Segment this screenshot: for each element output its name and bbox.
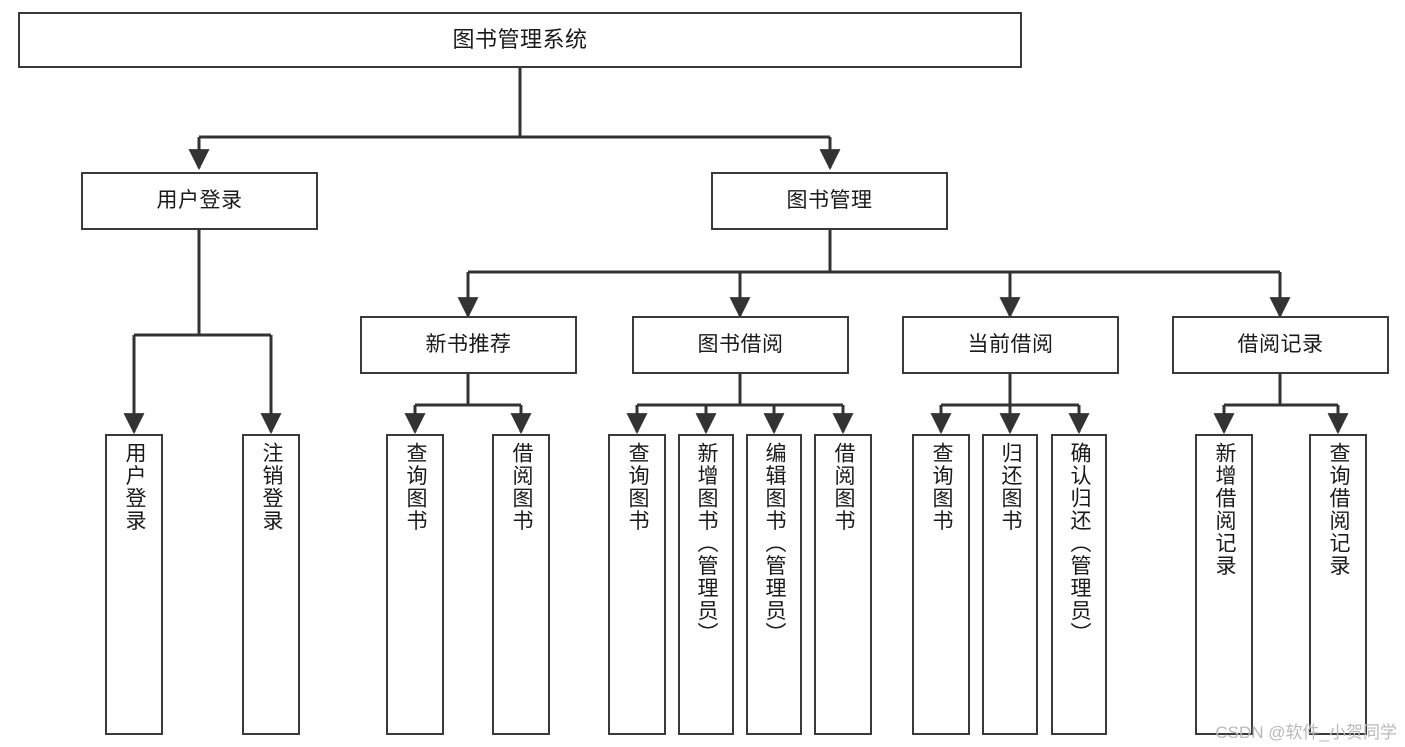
node-leaf-query-book-1[interactable]: 查询图书	[386, 434, 444, 735]
node-label: 注销登录	[260, 442, 284, 532]
node-book-borrow[interactable]: 图书借阅	[632, 316, 849, 374]
node-label: 用户登录	[156, 188, 243, 212]
node-leaf-query-book-3[interactable]: 查询图书	[912, 434, 970, 735]
node-label: 查询图书	[404, 442, 428, 532]
node-label: 图书管理系统	[452, 27, 588, 53]
node-label: 编辑图书（管理员）	[763, 442, 787, 645]
node-leaf-confirm-return[interactable]: 确认归还（管理员）	[1051, 434, 1107, 735]
node-label: 确认归还（管理员）	[1068, 442, 1092, 645]
node-label: 借阅图书	[510, 442, 534, 532]
node-label: 归还图书	[999, 442, 1023, 532]
node-leaf-borrow-book-1[interactable]: 借阅图书	[492, 434, 550, 735]
node-label: 新增借阅记录	[1213, 442, 1237, 577]
node-leaf-edit-book[interactable]: 编辑图书（管理员）	[746, 434, 802, 735]
node-leaf-logout-login[interactable]: 注销登录	[242, 434, 300, 735]
node-leaf-return-book[interactable]: 归还图书	[982, 434, 1038, 735]
node-leaf-add-record[interactable]: 新增借阅记录	[1195, 434, 1253, 735]
node-leaf-borrow-book-2[interactable]: 借阅图书	[814, 434, 872, 735]
node-leaf-add-book[interactable]: 新增图书（管理员）	[678, 434, 734, 735]
node-label: 查询借阅记录	[1327, 442, 1351, 577]
node-label: 新增图书（管理员）	[695, 442, 719, 645]
node-leaf-user-login[interactable]: 用户登录	[105, 434, 163, 735]
node-root-book-management-system[interactable]: 图书管理系统	[18, 12, 1022, 68]
node-label: 图书管理	[786, 188, 873, 212]
node-label: 图书借阅	[697, 332, 784, 356]
node-label: 查询图书	[930, 442, 954, 532]
node-current-borrow[interactable]: 当前借阅	[902, 316, 1119, 374]
node-label: 借阅图书	[832, 442, 856, 532]
node-leaf-query-record[interactable]: 查询借阅记录	[1309, 434, 1367, 735]
node-leaf-query-book-2[interactable]: 查询图书	[608, 434, 666, 735]
node-borrow-record[interactable]: 借阅记录	[1172, 316, 1389, 374]
node-label: 借阅记录	[1237, 332, 1324, 356]
node-user-login[interactable]: 用户登录	[81, 172, 318, 230]
node-label: 用户登录	[123, 442, 147, 532]
node-label: 查询图书	[626, 442, 650, 532]
watermark-text: CSDN @软件_小贺同学	[1215, 723, 1397, 742]
node-book-management[interactable]: 图书管理	[711, 172, 948, 230]
node-label: 新书推荐	[425, 332, 512, 356]
node-label: 当前借阅	[967, 332, 1054, 356]
node-new-book-recommend[interactable]: 新书推荐	[360, 316, 577, 374]
